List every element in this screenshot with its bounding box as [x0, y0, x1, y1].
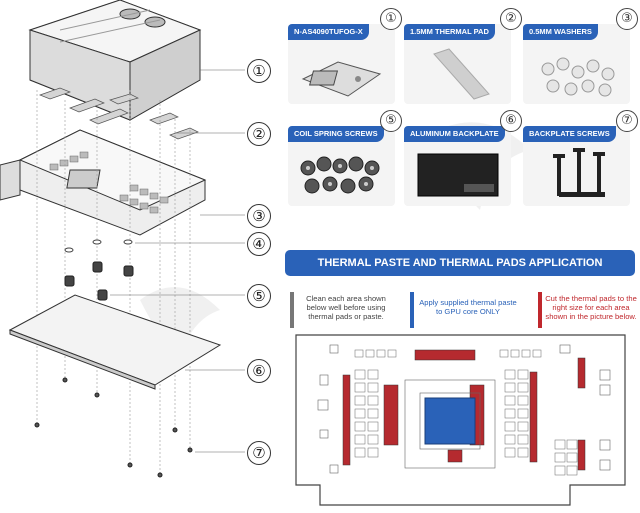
thermal-pad-thumbnail: [433, 48, 490, 100]
thermal-pad-areas: [342, 349, 586, 471]
instruction-paste: Apply supplied thermal paste to GPU core…: [419, 298, 517, 316]
washers-thumbnail: [541, 57, 615, 97]
marker-5: ⑤: [247, 284, 271, 308]
card-aluminum-backplate: ALUMINUM BACKPLATE: [404, 126, 511, 206]
card-label: COIL SPRING SCREWS: [288, 126, 384, 142]
section-banner: THERMAL PASTE AND THERMAL PADS APPLICATI…: [285, 250, 635, 276]
card-mark-3: ③: [616, 8, 638, 30]
gpu-core-paste-area: [424, 397, 476, 445]
marker-4: ④: [247, 232, 271, 256]
water-block: [28, 0, 202, 121]
aluminum-backplate: [8, 294, 222, 390]
card-mark-6: ⑥: [500, 110, 522, 132]
card-mark-1: ①: [380, 8, 402, 30]
marker-3: ③: [247, 204, 271, 228]
marker-7: ⑦: [247, 441, 271, 465]
pcb-board: [0, 129, 207, 236]
card-mark-7: ⑦: [616, 110, 638, 132]
card-label: N-AS4090TUFOG-X: [288, 24, 369, 40]
card-water-block: N-AS4090TUFOG-X: [288, 24, 395, 104]
instruction-bar-gray: [290, 292, 294, 328]
card-label: BACKPLATE SCREWS: [523, 126, 616, 142]
marker-6: ⑥: [247, 359, 271, 383]
instruction-clean: Clean each area shown below well before …: [306, 294, 386, 321]
marker-1: ①: [247, 59, 271, 83]
coil-spring-screws: [64, 261, 134, 301]
pcb-pad-map: [295, 334, 626, 506]
card-thermal-pad: 1.5MM THERMAL PAD: [404, 24, 511, 104]
card-coil-spring-screws: COIL SPRING SCREWS: [288, 126, 395, 206]
coil-spring-thumbnail: [300, 156, 380, 194]
instruction-bar-blue: [410, 292, 414, 328]
card-label: 1.5MM THERMAL PAD: [404, 24, 495, 40]
card-label: ALUMINUM BACKPLATE: [404, 126, 505, 142]
card-mark-5: ⑤: [380, 110, 402, 132]
backplate-thumbnail: [417, 153, 499, 197]
water-block-thumbnail: [301, 61, 382, 97]
marker-2: ②: [247, 122, 271, 146]
thermal-pads-layer: [39, 87, 199, 140]
card-backplate-screws: BACKPLATE SCREWS: [523, 126, 630, 206]
instruction-pads: Cut the thermal pads to the right size f…: [545, 294, 637, 321]
card-mark-2: ②: [500, 8, 522, 30]
card-washers: 0.5MM WASHERS: [523, 24, 630, 104]
card-label: 0.5MM WASHERS: [523, 24, 598, 40]
instruction-bar-red: [538, 292, 542, 328]
backplate-screws-thumbnail: [553, 148, 605, 197]
backplate-screws: [34, 377, 193, 478]
washers: [64, 239, 133, 253]
marker-leader-lines: [110, 69, 245, 453]
